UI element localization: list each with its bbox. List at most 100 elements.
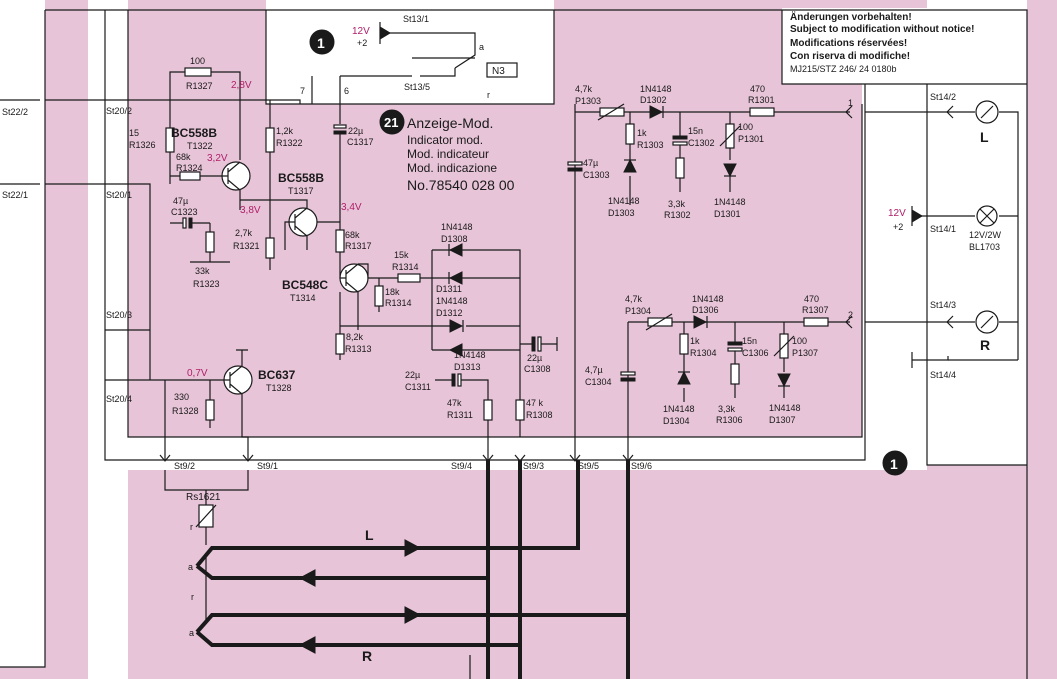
notice-line-4: Con riserva di modifiche! <box>790 51 910 62</box>
r1321-value: 2,7k <box>235 228 253 238</box>
notice-line-3: Modifications réservées! <box>790 38 907 49</box>
st14-2-label: St14/2 <box>930 92 956 102</box>
st20-2-label: St20/2 <box>106 106 132 116</box>
r1322-value: 1,2k <box>276 126 294 136</box>
rs1621-ref: Rs1621 <box>186 492 221 503</box>
d1307-type: 1N4148 <box>769 403 801 413</box>
d1306-ref: D1306 <box>692 305 719 315</box>
notice-line-2: Subject to modification without notice! <box>790 24 974 35</box>
st14-3-label: St14/3 <box>930 300 956 310</box>
st9-6-label: St9/6 <box>631 461 652 471</box>
bus-r-label: R <box>362 648 372 664</box>
r1313-ref: R1313 <box>345 344 372 354</box>
marker-circle-1-label: 1 <box>317 35 325 51</box>
module-part-number: No.78540 028 00 <box>407 177 515 193</box>
st9-3-label: St9/3 <box>523 461 544 471</box>
st14-1-label: St14/1 <box>930 224 956 234</box>
r1317 <box>335 229 345 253</box>
p1301-ref: P1301 <box>738 134 764 144</box>
p1307-value: 100 <box>792 336 807 346</box>
left-connectors: St22/2 St22/1 St20/2 St20/1 St20/3 St20/… <box>0 99 301 404</box>
d1304-ref: D1304 <box>663 416 690 426</box>
r1322 <box>265 127 275 153</box>
indicator-panel: St14/2 St14/3 L R 12V +2 St14/1 12V/2W B… <box>865 92 1019 380</box>
c1303-ref: C1303 <box>583 170 610 180</box>
st14-4-label: St14/4 <box>930 370 956 380</box>
r1308-value: 47 k <box>526 398 544 408</box>
c1306-value: 15n <box>742 336 757 346</box>
p1304-value: 4,7k <box>625 294 643 304</box>
c1304-plate <box>620 377 636 382</box>
v-3-8: 3,8V <box>240 205 261 216</box>
switch-a-label: a <box>479 42 484 52</box>
r1311-ref: R1311 <box>447 410 473 420</box>
r1302-ref: R1302 <box>664 210 691 220</box>
r1321-ref: R1321 <box>233 241 260 251</box>
module-line-2: Mod. indicateur <box>407 147 489 161</box>
r1306-value: 3,3k <box>718 404 736 414</box>
output-nodes: 1 2 <box>840 98 853 329</box>
r1313-value: 8,2k <box>346 332 364 342</box>
st20-4-label: St20/4 <box>106 394 132 404</box>
lamp-rating: 12V/2W <box>969 230 1002 240</box>
relay-driver-stage: BC637 T1328 0,7V 330 R1328 <box>164 349 296 460</box>
r1301-value: 470 <box>750 84 765 94</box>
c1308-ref: C1308 <box>524 364 551 374</box>
r1307 <box>803 317 829 327</box>
c1311-plate <box>457 373 462 387</box>
d1303-type: 1N4148 <box>608 196 640 206</box>
c1323 <box>182 217 187 229</box>
r1314a-value: 15k <box>394 250 409 260</box>
c1302-ref: C1302 <box>688 138 715 148</box>
r1326-ref: R1326 <box>129 140 156 150</box>
module-title: 21 Anzeige-Mod. Indicator mod. Mod. indi… <box>379 109 515 193</box>
t1314-type: BC548C <box>282 278 328 292</box>
r1311 <box>483 399 493 421</box>
left-white-strip-2 <box>88 0 128 679</box>
c1302 <box>672 135 688 140</box>
meter-driver-right: 4,7µ C1304 4,7k P1304 1N4148 D1306 470 R… <box>585 294 840 460</box>
c1317-plate <box>333 130 347 135</box>
d1311-type: 1N4148 <box>436 296 468 306</box>
r1317-ref: R1317 <box>345 241 372 251</box>
outer-border <box>0 9 1028 679</box>
t1328-ref: T1328 <box>266 383 292 393</box>
c1302-value: 15n <box>688 126 703 136</box>
d1307-ref: D1307 <box>769 415 796 425</box>
n3-label: N3 <box>492 66 505 77</box>
r1303-value: 1k <box>637 128 647 138</box>
r1323-ref: R1323 <box>193 279 220 289</box>
r1306 <box>730 363 740 385</box>
lamp-supply-voltage: 12V <box>888 208 906 219</box>
relay-and-bus: Rs1621 r a r a L R <box>164 460 630 679</box>
r1306-ref: R1306 <box>716 415 743 425</box>
pin-6-label: 6 <box>344 86 349 96</box>
lamp-ref: BL1703 <box>969 242 1000 252</box>
c1317 <box>333 124 347 129</box>
switch-supply-sign: +2 <box>357 38 367 48</box>
node-1-label: 1 <box>848 98 853 108</box>
d1308-ref: D1308 <box>441 234 468 244</box>
lamp-supply-sign: +2 <box>893 222 903 232</box>
switch-box-area <box>266 0 554 104</box>
n3-box <box>486 62 518 78</box>
switch-supply-voltage: 12V <box>352 26 370 37</box>
st9-5-label: St9/5 <box>578 461 599 471</box>
r1324 <box>179 171 201 181</box>
r1303 <box>625 123 635 145</box>
st9-2-label: St9/2 <box>174 461 195 471</box>
c1304 <box>620 371 636 376</box>
r1314a-ref: R1314 <box>392 262 419 272</box>
v-3-2: 3,2V <box>207 153 228 164</box>
d1311-ref: D1311 <box>436 284 462 294</box>
d1306-type: 1N4148 <box>692 294 724 304</box>
bottom-white-band <box>128 437 865 470</box>
relay-r-label: r <box>190 522 193 532</box>
d1312-ref: D1312 <box>436 308 463 318</box>
module-number: 21 <box>384 115 398 130</box>
module-line-3: Mod. indicazione <box>407 161 497 175</box>
notice-line-1: Änderungen vorbehalten! <box>790 10 912 23</box>
d1303-ref: D1303 <box>608 208 635 218</box>
switch-contact-bottom: St13/5 <box>404 82 430 92</box>
d1301-type: 1N4148 <box>714 197 746 207</box>
